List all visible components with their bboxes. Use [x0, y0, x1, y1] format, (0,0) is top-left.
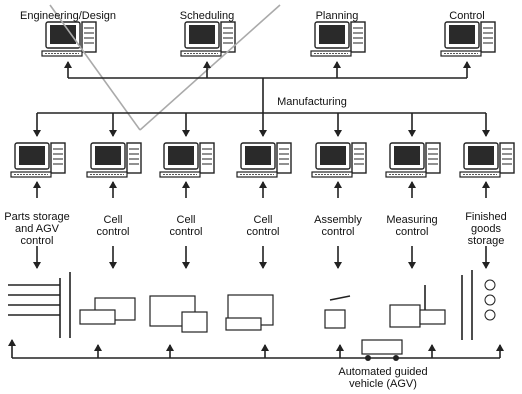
hub-label-manufacturing: Manufacturing [275, 96, 349, 108]
assembly-robot-base [324, 309, 346, 329]
assembly-robot-arm [329, 295, 351, 301]
cell-control-3-computer-icon [236, 142, 292, 178]
finished-goods-computer-icon [459, 142, 515, 178]
control-computer-icon [440, 21, 496, 57]
measuring-control-computer-icon [385, 142, 441, 178]
station-label-parts-storage: Parts storage and AGV control [4, 211, 70, 247]
top-label-scheduling: Scheduling [179, 10, 235, 22]
top-label-engineering-design: Engineering/Design [19, 10, 117, 22]
finished-goods-item-0 [484, 279, 496, 291]
engineering-design-computer-icon [41, 21, 97, 57]
agv-label: Automated guided vehicle (AGV) [338, 366, 428, 390]
station-label-cell-control-1: Cell control [96, 214, 130, 238]
station-label-measuring-control: Measuring control [386, 214, 438, 238]
cell-base-2 [181, 311, 208, 333]
cell-base-1 [79, 309, 116, 325]
cell-control-1-computer-icon [86, 142, 142, 178]
planning-computer-icon [310, 21, 366, 57]
parts-storage-computer-icon [10, 142, 66, 178]
station-label-cell-control-2: Cell control [169, 214, 203, 238]
measuring-machine [389, 304, 421, 328]
agv-body [361, 339, 403, 355]
station-label-assembly-control: Assembly control [314, 214, 362, 238]
scheduling-computer-icon [180, 21, 236, 57]
measuring-table [419, 309, 446, 325]
cell-control-2-computer-icon [159, 142, 215, 178]
finished-goods-item-1 [484, 294, 496, 306]
diagonal-line-left [49, 4, 141, 131]
station-label-finished-goods: Finished goods storage [465, 211, 507, 247]
station-label-cell-control-3: Cell control [246, 214, 280, 238]
cell-base-3 [225, 317, 262, 331]
top-label-planning: Planning [315, 10, 359, 22]
assembly-control-computer-icon [311, 142, 367, 178]
finished-goods-item-2 [484, 309, 496, 321]
top-label-control: Control [449, 10, 485, 22]
